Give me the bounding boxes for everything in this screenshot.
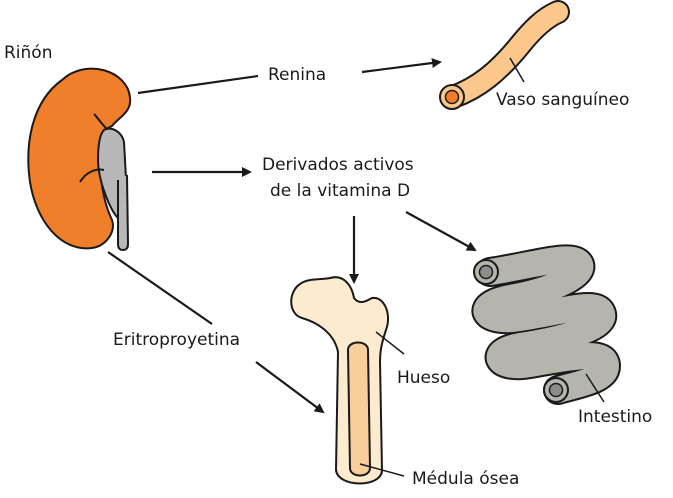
vitamin-d-label-line1: Derivados activos bbox=[262, 155, 414, 175]
bone-marrow-label: Médula ósea bbox=[412, 469, 519, 489]
renin-label: Renina bbox=[268, 65, 326, 85]
kidney-to-epo-line bbox=[108, 252, 212, 324]
erythropoietin-label: Eritroproyetina bbox=[113, 330, 240, 350]
kidney-to-renin-line bbox=[138, 76, 258, 93]
bone-marrow-canal bbox=[348, 343, 370, 476]
vessel-lumen bbox=[446, 91, 459, 104]
renin-to-vessel-arrow bbox=[362, 62, 440, 72]
intestine-illustration bbox=[474, 259, 606, 402]
bone-illustration bbox=[291, 277, 388, 483]
blood-vessel-label: Vaso sanguíneo bbox=[496, 90, 629, 110]
kidney-label: Riñón bbox=[4, 43, 53, 63]
bone-outline bbox=[291, 277, 388, 483]
vitamin-d-label-line2: de la vitamina D bbox=[270, 181, 410, 201]
bone-label: Hueso bbox=[397, 368, 450, 388]
epo-to-bone-arrow bbox=[256, 362, 323, 412]
kidney-illustration bbox=[28, 69, 130, 250]
intestine-label: Intestino bbox=[578, 407, 652, 427]
ureter bbox=[118, 175, 128, 250]
vitd-to-intestine-arrow bbox=[406, 212, 475, 250]
